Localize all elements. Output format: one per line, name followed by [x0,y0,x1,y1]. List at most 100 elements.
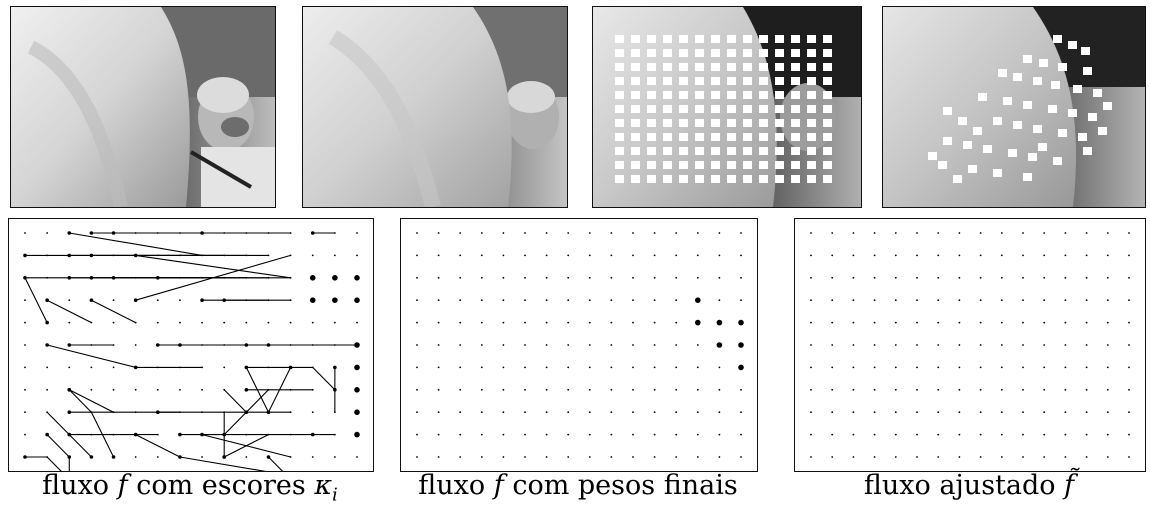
grid-marker [823,147,832,155]
flow-point [653,344,656,346]
grid-marker [631,161,640,169]
flow-vector [24,277,48,323]
flow-point [1128,411,1130,414]
flow-point [675,411,678,414]
flow-point [696,456,699,458]
flow-point [718,411,721,414]
flow-point [502,321,505,324]
flow-point [1064,388,1067,391]
flow-point [873,456,876,458]
flow-point [1106,276,1109,279]
flow-point [1022,232,1024,234]
flow-point [852,344,855,346]
flow-point [675,388,678,391]
flow-point [1022,433,1024,436]
grid-marker [727,49,736,57]
caption-var: f [117,470,128,501]
flow-point [979,276,982,279]
flow-point [1000,232,1003,234]
grid-marker [711,35,720,43]
flow-point [916,299,918,302]
flow-point [416,411,418,414]
flow-point [979,254,982,257]
caption-flow-adjusted: fluxo ajustado f̃ [794,470,1144,501]
flow-point [502,433,505,436]
flow-point [916,344,918,346]
flow-vector-origin [200,231,204,235]
flow-vector-origin [310,231,315,235]
flow-vector-origin [133,365,138,370]
flow-point [311,321,314,324]
flow-point [916,411,918,414]
flow-point [1128,388,1130,391]
flow-point [24,299,26,302]
flow-point [502,388,505,391]
flow-point [1022,411,1024,414]
flow-point [1128,344,1130,346]
grid-marker [727,133,736,141]
grid-marker [759,105,768,113]
flow-point-weighted [695,319,701,326]
flow-point [1064,366,1067,369]
flow-vector-origin [89,298,94,302]
flow-point [1085,276,1088,279]
grid-marker [647,133,656,141]
flow-point [740,276,742,279]
grid-marker [743,161,752,169]
grid-marker [663,133,672,141]
grid-marker [631,63,640,71]
flow-point [718,232,721,234]
flow-point [1064,411,1067,414]
flow-point [588,388,591,391]
grid-marker [727,119,736,127]
weighted-marker [1058,129,1067,137]
grid-marker [727,35,736,43]
flow-point [632,254,634,257]
photo-grid-overlay [592,6,862,208]
flow-point [852,276,855,279]
flow-point [1022,254,1024,257]
grid-marker [727,63,736,71]
flow-point [480,456,483,458]
flow-point [979,388,982,391]
flow-point-weighted [309,275,316,281]
grid-marker [679,147,688,155]
flow-point [545,321,548,324]
grid-marker [823,49,832,57]
flow-point [937,254,940,257]
flow-point [958,299,961,302]
grid-marker [759,77,768,85]
flow-point [1128,276,1130,279]
flow-point [112,388,115,391]
flow-point [937,299,940,302]
flow-point-weighted [716,319,723,326]
flow-point [610,456,613,458]
flow-point [740,411,742,414]
flow-point [201,388,203,391]
flow-point [1043,254,1046,257]
flow-point [1064,299,1067,302]
flow-point [632,456,634,458]
flow-point [873,433,876,436]
flow-point [937,276,940,279]
flow-point [1000,299,1003,302]
flow-point [831,276,834,279]
flow-point [502,366,505,369]
flow-point [24,232,26,234]
flow-point [740,456,742,458]
flow-point [873,299,876,302]
grid-marker [711,49,720,57]
flow-point [852,388,855,391]
flow-point [1064,433,1067,436]
flow-point [894,321,897,324]
grid-marker [679,49,688,57]
grid-marker [711,77,720,85]
flow-point [567,433,570,436]
flow-point [437,321,440,324]
grid-marker [759,35,768,43]
grid-marker [711,91,720,99]
weighted-marker [1038,143,1047,151]
flow-point [916,276,918,279]
flow-point [588,411,591,414]
flow-point [480,411,483,414]
